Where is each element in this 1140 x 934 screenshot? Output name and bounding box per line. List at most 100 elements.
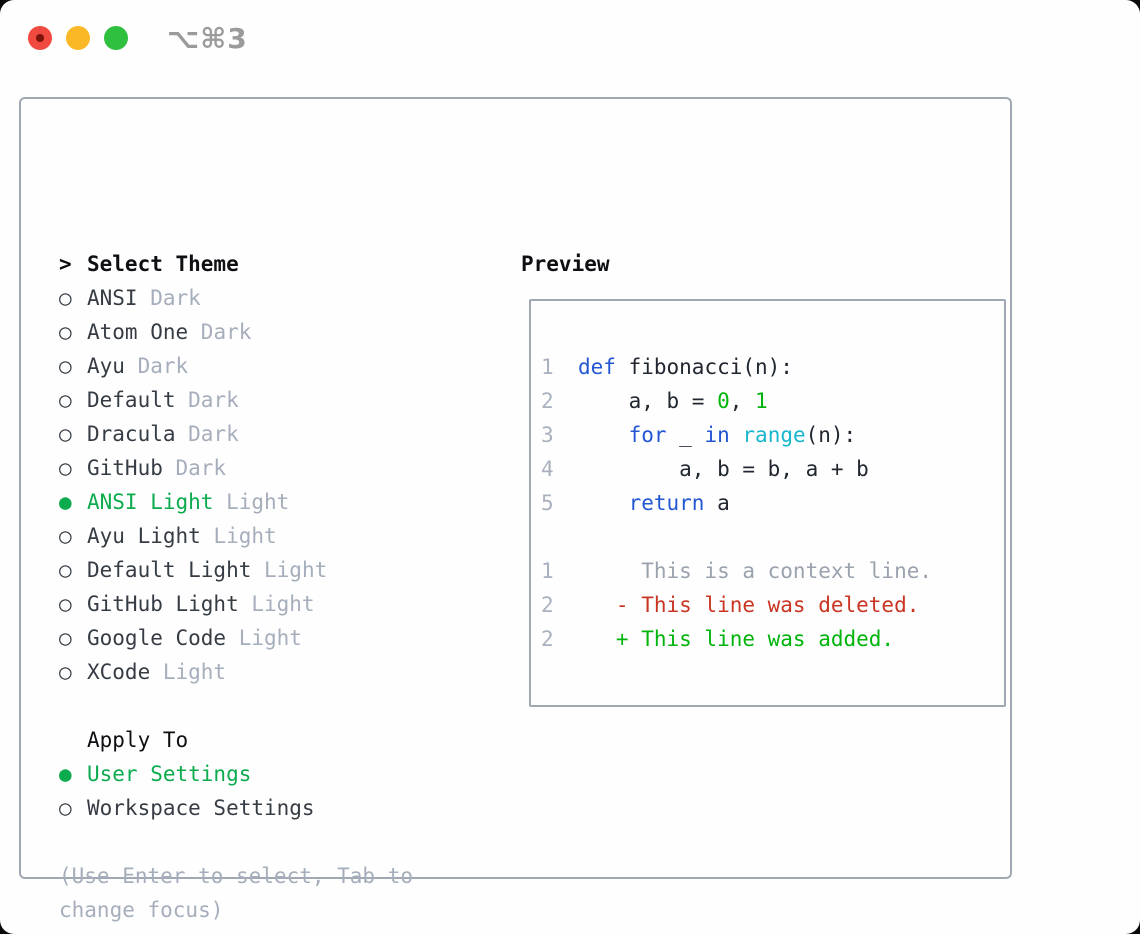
code-line: [531, 520, 1004, 554]
window-controls: [28, 26, 128, 50]
code-line: 3 for _ in range(n):: [531, 418, 1004, 452]
code-token-del: - This line was deleted.: [578, 593, 920, 617]
theme-variant-label: Light: [226, 490, 290, 514]
apply-to-option-label: User Settings: [87, 762, 252, 786]
theme-option-label: Ayu Light: [87, 524, 201, 548]
spacer: [59, 825, 489, 859]
code-token-fg: (n):: [805, 423, 857, 447]
usage-hint: (Use Enter to select, Tab to change focu…: [59, 864, 414, 922]
radio-unselected-icon: ○: [59, 354, 72, 378]
code-token-fg: a, b = b, a + b: [578, 457, 869, 481]
apply-to-header-label: Apply To: [87, 728, 189, 752]
theme-option[interactable]: ○ Ayu Light Light: [59, 519, 489, 553]
code-token-ctx: This is a context line.: [578, 559, 933, 583]
line-number: 1: [541, 355, 554, 379]
radio-unselected-icon: ○: [59, 388, 72, 412]
code-token-fg: [730, 418, 743, 452]
theme-variant-label: Light: [213, 524, 277, 548]
theme-option[interactable]: ○ Default Dark: [59, 383, 489, 417]
code-line: 5 return a: [531, 486, 1004, 520]
radio-selected-icon: ●: [59, 762, 72, 786]
theme-option[interactable]: ○ GitHub Dark: [59, 451, 489, 485]
code-line: 1 This is a context line.: [531, 554, 1004, 588]
close-button[interactable]: [28, 26, 52, 50]
code-token-kw: def: [578, 355, 616, 379]
radio-selected-icon: ●: [59, 490, 72, 514]
theme-option-label: ANSI: [87, 286, 138, 310]
radio-unselected-icon: ○: [59, 422, 72, 446]
code-token-kw: return: [628, 491, 705, 515]
radio-unselected-icon: ○: [59, 592, 72, 616]
theme-option-label: Ayu: [87, 354, 125, 378]
select-theme-header-label: Select Theme: [87, 252, 239, 276]
theme-variant-label: Light: [162, 660, 227, 684]
code-token-num: 0: [717, 389, 730, 413]
code-token-fg: a: [704, 491, 730, 515]
close-button-dot: [36, 34, 44, 42]
spacer: [59, 689, 489, 723]
radio-unselected-icon: ○: [59, 524, 72, 548]
code-token-kw: in: [704, 423, 730, 447]
theme-option[interactable]: ○ ANSI Dark: [59, 281, 489, 315]
theme-variant-label: Light: [264, 558, 328, 582]
theme-variant-label: Light: [238, 626, 302, 650]
line-number: 1: [541, 559, 554, 583]
focus-caret-icon: >: [59, 252, 72, 276]
theme-option-label: Default Light: [87, 558, 252, 582]
theme-option-label: Dracula: [87, 422, 176, 446]
theme-option[interactable]: ○ GitHub Light Light: [59, 587, 489, 621]
theme-option[interactable]: ● ANSI Light Light: [59, 485, 489, 519]
code-token-fg: [578, 486, 629, 520]
apply-to-header: Apply To: [59, 723, 489, 757]
line-number: 5: [541, 491, 554, 515]
theme-option-label: ANSI Light: [87, 490, 214, 514]
line-number: 2: [541, 389, 554, 413]
theme-variant-label: Dark: [150, 286, 201, 310]
radio-unselected-icon: ○: [59, 320, 72, 344]
theme-variant-label: Dark: [137, 354, 189, 378]
code-line: 2 + This line was added.: [531, 622, 1004, 656]
theme-variant-label: Dark: [175, 456, 227, 480]
line-number: 2: [541, 627, 554, 651]
theme-option-label: Atom One: [87, 320, 189, 344]
theme-option-label: Default: [87, 388, 176, 412]
code-token-fg: _: [666, 423, 705, 447]
theme-option[interactable]: ○ Ayu Dark: [59, 349, 489, 383]
code-line: 4 a, b = b, a + b: [531, 452, 1004, 486]
radio-unselected-icon: ○: [59, 286, 72, 310]
code-token-fg: [578, 418, 629, 452]
line-number: 2: [541, 593, 554, 617]
minimize-button[interactable]: [66, 26, 90, 50]
preview-box: 1 def fibonacci(n): 2 a, b = 0, 1 3 for _ i…: [529, 299, 1006, 707]
zoom-button[interactable]: [104, 26, 128, 50]
code-token-fg: ,: [729, 389, 756, 413]
line-number: 4: [541, 457, 554, 481]
theme-option-label: GitHub: [87, 456, 163, 480]
select-theme-header: > Select Theme: [59, 247, 489, 281]
theme-variant-label: Dark: [188, 388, 239, 412]
apply-to-option[interactable]: ○Workspace Settings: [59, 791, 489, 825]
code-token-bi: range: [742, 423, 806, 447]
code-token-fg: fibonacci(n):: [615, 355, 793, 379]
radio-unselected-icon: ○: [59, 626, 72, 650]
line-number: 3: [541, 423, 554, 447]
radio-unselected-icon: ○: [59, 796, 72, 820]
apply-to-list: ● User Settings ○Workspace Settings: [59, 757, 489, 825]
radio-unselected-icon: ○: [59, 456, 72, 480]
code-token-fg: a, b =: [578, 389, 718, 413]
apply-to-option[interactable]: ● User Settings: [59, 757, 489, 791]
preview-header: Preview: [521, 252, 610, 276]
code-token-add: + This line was added.: [578, 627, 895, 651]
theme-option-label: GitHub Light: [87, 592, 239, 616]
code-line: 2 - This line was deleted.: [531, 588, 1004, 622]
theme-variant-label: Light: [251, 592, 315, 616]
